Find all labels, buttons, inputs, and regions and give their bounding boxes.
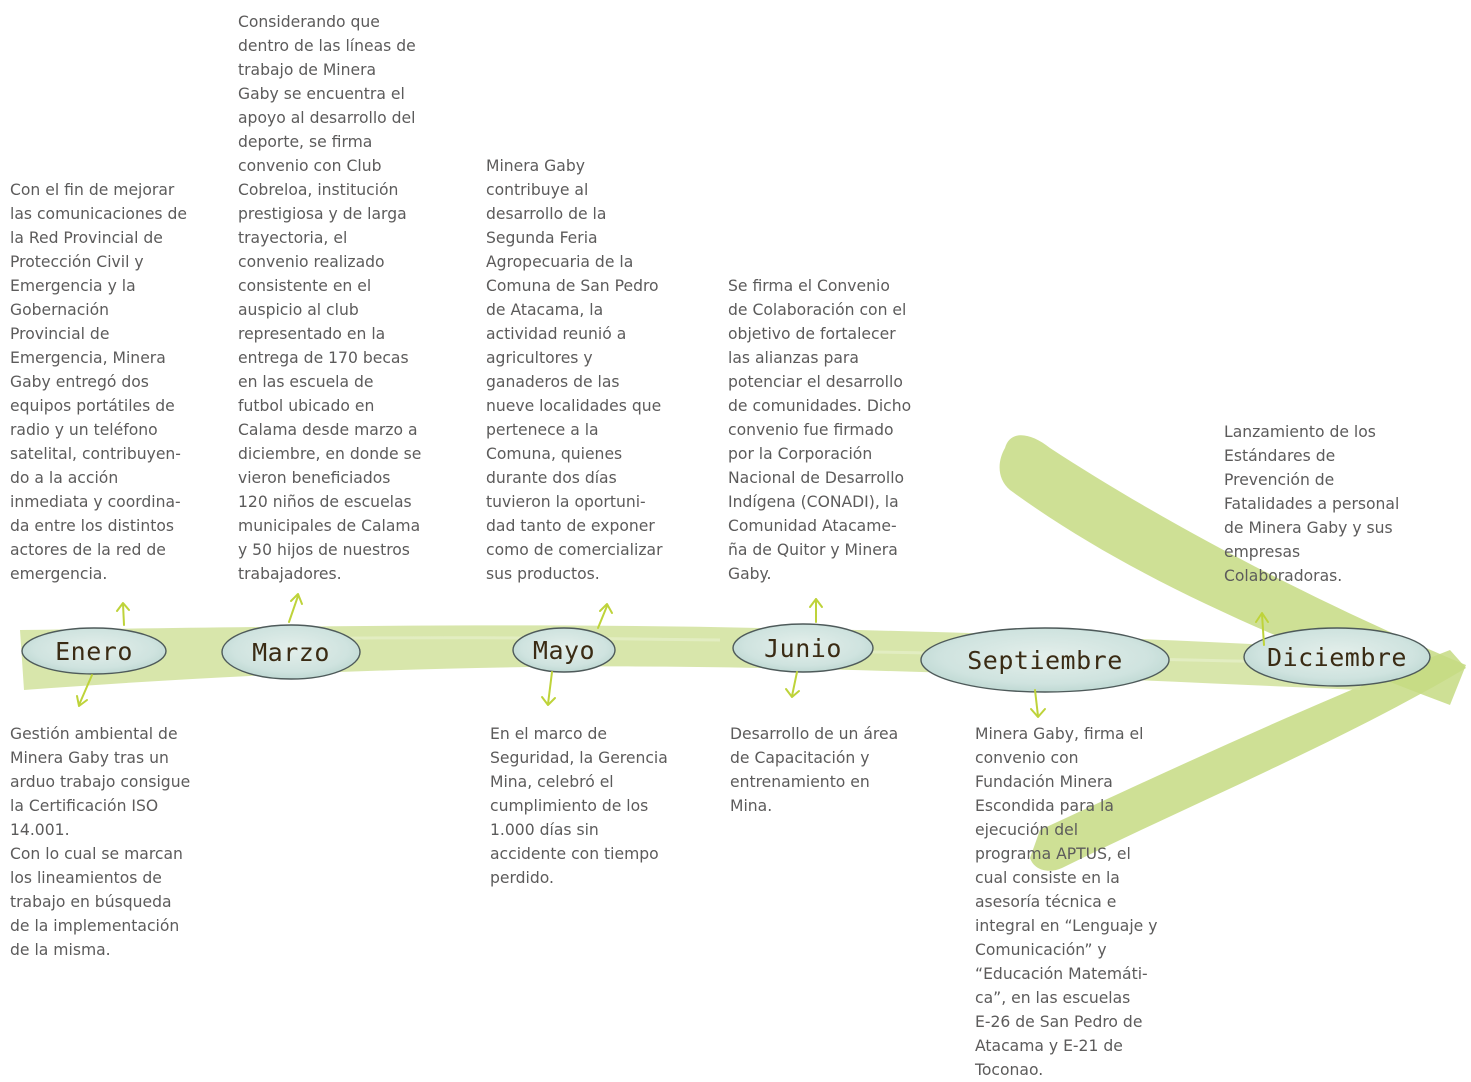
bubble-diciembre xyxy=(1243,627,1431,687)
event-text-enero-below: Gestión ambiental de Minera Gaby tras un… xyxy=(10,725,191,959)
pointer-marzo-up xyxy=(288,593,303,623)
pointer-junio-down xyxy=(785,671,800,698)
pointer-enero-up xyxy=(116,602,130,626)
pointer-septiembre-down xyxy=(1030,689,1046,718)
pointer-mayo-down xyxy=(541,671,556,706)
event-text-mayo-below: En el marco de Seguridad, la Gerencia Mi… xyxy=(490,725,668,887)
pointer-diciembre-up xyxy=(1255,612,1269,646)
bubble-junio xyxy=(732,623,874,673)
month-label-diciembre: Diciembre xyxy=(1267,642,1407,672)
event-text-junio-below: Desarrollo de un área de Capacitación y … xyxy=(730,725,899,815)
pointer-junio-up xyxy=(809,598,823,623)
event-text-marzo-above: Considerando que dentro de las líneas de… xyxy=(238,13,422,583)
month-label-enero: Enero xyxy=(55,636,133,666)
month-label-mayo: Mayo xyxy=(532,635,596,665)
pointer-mayo-up xyxy=(597,603,613,629)
arrow-lower-stroke xyxy=(1030,650,1466,871)
pointer-enero-down xyxy=(76,674,93,707)
event-text-enero-above: Con el fin de mejorar las comunicaciones… xyxy=(10,181,187,583)
month-label-junio: Junio xyxy=(764,633,842,663)
bubble-mayo xyxy=(512,627,616,673)
month-label-marzo: Marzo xyxy=(252,637,330,667)
event-text-mayo-above: Minera Gaby contribuye al desarrollo de … xyxy=(486,157,663,583)
bubble-enero xyxy=(21,627,167,675)
month-label-septiembre: Septiembre xyxy=(967,645,1123,675)
event-text-diciembre-above: Lanzamiento de los Estándares de Prevenc… xyxy=(1224,423,1400,585)
event-text-junio-above: Se firma el Convenio de Colaboración con… xyxy=(728,277,912,583)
bubble-marzo xyxy=(221,624,361,680)
bubble-septiembre xyxy=(920,627,1170,693)
event-text-septiembre-below: Minera Gaby, firma el convenio con Funda… xyxy=(975,725,1158,1079)
